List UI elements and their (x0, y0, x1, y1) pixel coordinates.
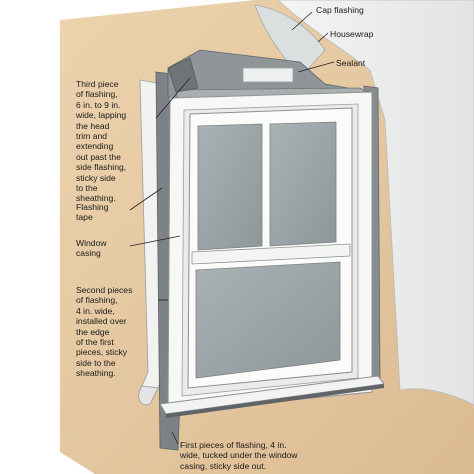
sealant-strip (242, 67, 294, 83)
leader-lines (129, 11, 335, 445)
first-pieces-label: First pieces of flashing, 4 in. wide, tu… (180, 440, 298, 471)
sealant-label: Sealant (336, 58, 366, 68)
third-piece-label: Third piece of flashing, 6 in. to 9 in. … (76, 79, 127, 204)
housewrap (277, 0, 474, 406)
housewrap-fold (254, 4, 326, 79)
sill-dark-edge (166, 384, 384, 418)
upper-pane-left (197, 123, 263, 251)
flashing-tape-label: Flashing tape (76, 202, 109, 223)
window-casing-label: Window casing (76, 238, 107, 259)
housewrap-label: Housewrap (330, 29, 374, 39)
cap-flashing-label: Cap flashing (316, 5, 364, 15)
second-flashing-curl (138, 385, 159, 406)
meeting-rail (191, 243, 351, 265)
upper-pane-right (269, 121, 337, 247)
second-pieces-label: Second pieces of flashing, 4 in. wide, i… (76, 285, 133, 379)
lower-pane (195, 261, 341, 379)
flashing-fold (167, 57, 199, 93)
